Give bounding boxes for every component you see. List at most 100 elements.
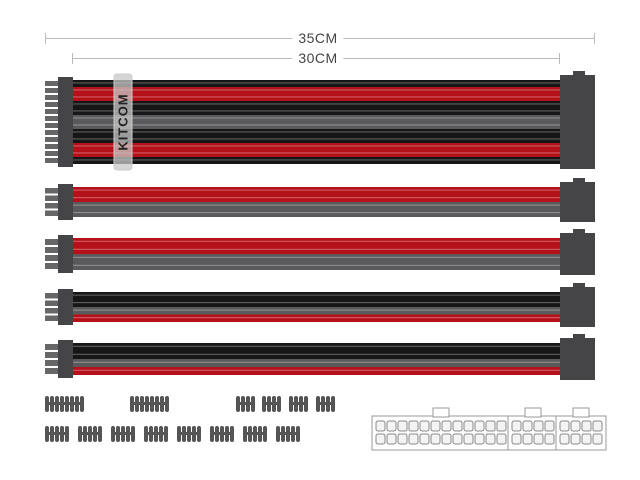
- pinout-pin: [570, 433, 581, 445]
- wire-highlight: [72, 264, 560, 266]
- cable-comb-medium: [276, 432, 300, 435]
- connector-pin: [45, 352, 59, 358]
- connector-pin: [45, 368, 59, 374]
- pinout-pin: [375, 433, 386, 445]
- wire-highlight: [72, 256, 560, 258]
- wire-gray: [72, 202, 560, 210]
- connector-pin: [45, 315, 59, 321]
- cable-comb-small: [289, 402, 308, 405]
- cable-comb-medium: [177, 432, 201, 435]
- cable-comb-small: [316, 402, 335, 405]
- connector-pin: [45, 293, 59, 299]
- connector-pin: [45, 360, 59, 366]
- pinout-pin: [375, 420, 386, 432]
- connector-pin: [45, 300, 59, 306]
- brand-label: KITCOM: [115, 93, 131, 151]
- wire-red: [72, 187, 560, 195]
- wire-black: [72, 129, 560, 136]
- wire-highlight: [72, 369, 560, 371]
- wire-black: [72, 136, 560, 143]
- wire-highlight: [72, 197, 560, 199]
- connector-pin: [45, 158, 59, 163]
- connector-latch: [573, 71, 585, 76]
- connector-latch: [573, 229, 585, 234]
- pinout-pin: [522, 420, 533, 432]
- wire-highlight: [72, 96, 560, 98]
- right-connector: [560, 233, 595, 275]
- connector-pin: [45, 109, 59, 114]
- left-connector: [58, 235, 73, 273]
- wire-gray: [72, 209, 560, 217]
- wire-highlight: [72, 131, 560, 133]
- cable-comb-small: [262, 402, 281, 405]
- cable-comb-medium: [45, 432, 69, 435]
- pinout-pin: [496, 420, 507, 432]
- wire-highlight: [72, 302, 560, 304]
- pinout-pin: [474, 420, 485, 432]
- connector-latch: [573, 178, 585, 183]
- wire-black: [72, 299, 560, 307]
- wire-red: [72, 87, 560, 94]
- wire-highlight: [72, 124, 560, 126]
- connector-pin: [45, 255, 59, 261]
- dimension-label-35cm: 35CM: [292, 30, 344, 46]
- wire-black: [72, 292, 560, 300]
- pinout-pin: [463, 433, 474, 445]
- wire-highlight: [72, 309, 560, 311]
- pinout-pin: [559, 433, 570, 445]
- wire-gray: [72, 254, 560, 262]
- wire-highlight: [72, 317, 560, 319]
- connector-pin: [45, 137, 59, 142]
- cable-comb-large: [130, 402, 169, 405]
- pinout-pin: [581, 433, 592, 445]
- wire-gray: [72, 115, 560, 122]
- connector-pin: [45, 102, 59, 107]
- cable-comb-small: [236, 402, 255, 405]
- right-connector: [560, 338, 595, 380]
- wire-highlight: [72, 353, 560, 355]
- cable-comb-medium: [111, 432, 135, 435]
- pinout-pin: [570, 420, 581, 432]
- wire-red: [72, 150, 560, 157]
- pinout-pin: [581, 420, 592, 432]
- left-connector: [58, 289, 73, 325]
- wire-highlight: [72, 152, 560, 154]
- connector-latch: [573, 283, 585, 288]
- connector-pin: [45, 344, 59, 350]
- wire-gray: [72, 359, 560, 367]
- left-connector: [58, 340, 73, 378]
- pinout-pin: [592, 420, 603, 432]
- pinout-24pin-latch: [432, 407, 450, 418]
- right-connector: [560, 182, 595, 222]
- connector-pin: [45, 263, 59, 269]
- pinout-pin: [511, 433, 522, 445]
- connector-pin: [45, 210, 59, 216]
- left-connector: [58, 184, 73, 220]
- wire-red: [72, 314, 560, 322]
- connector-pin: [45, 203, 59, 209]
- pinout-pin: [485, 433, 496, 445]
- pinout-pin: [485, 420, 496, 432]
- wire-highlight: [72, 117, 560, 119]
- wire-black: [72, 80, 560, 87]
- pinout-pin: [441, 420, 452, 432]
- pinout-8pin-b-latch: [572, 407, 590, 418]
- wire-highlight: [72, 361, 560, 363]
- connector-pin: [45, 151, 59, 156]
- wire-highlight: [72, 345, 560, 347]
- dimension-label-30cm: 30CM: [292, 50, 344, 66]
- connector-pin: [45, 195, 59, 201]
- wire-highlight: [72, 110, 560, 112]
- wire-highlight: [72, 103, 560, 105]
- wire-red: [72, 194, 560, 202]
- wire-gray: [72, 307, 560, 315]
- wire-red: [72, 246, 560, 254]
- pinout-8pin-a-latch: [524, 407, 542, 418]
- connector-pin: [45, 144, 59, 149]
- wire-black: [72, 351, 560, 359]
- wire-highlight: [72, 189, 560, 191]
- wire-highlight: [72, 138, 560, 140]
- wire-highlight: [72, 159, 560, 161]
- connector-pin: [45, 116, 59, 121]
